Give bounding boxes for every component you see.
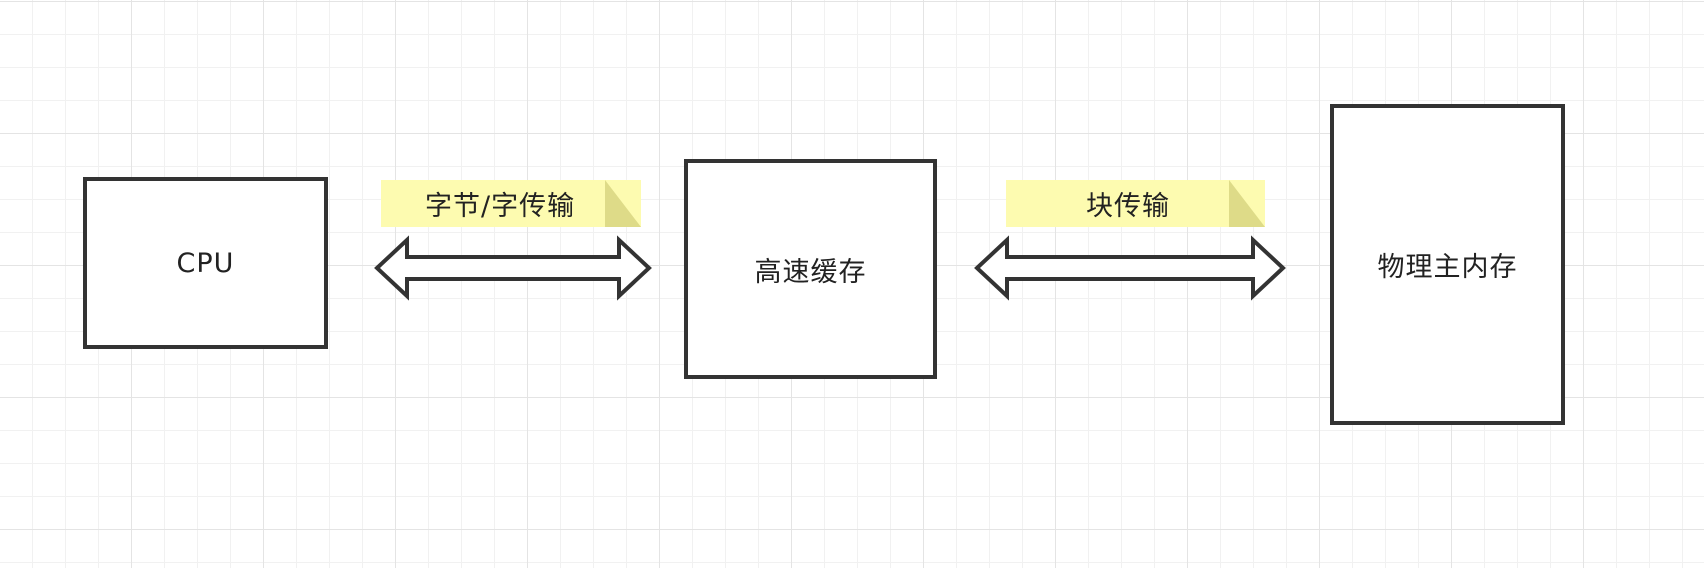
cpu-label: CPU <box>176 247 235 279</box>
cache-label: 高速缓存 <box>754 256 867 288</box>
block-transfer-note[interactable]: 块传输 <box>1006 180 1265 227</box>
cache-node[interactable]: 高速缓存 <box>684 159 937 379</box>
cpu-cache-double-arrow <box>374 235 652 301</box>
byte-word-transfer-label: 字节/字传输 <box>425 191 576 222</box>
note-fold-icon <box>1229 180 1265 227</box>
cache-memory-double-arrow <box>974 235 1286 301</box>
block-transfer-label: 块传输 <box>1086 191 1170 222</box>
main-memory-node[interactable]: 物理主内存 <box>1330 104 1565 425</box>
cpu-node[interactable]: CPU <box>83 177 328 349</box>
byte-word-transfer-note[interactable]: 字节/字传输 <box>381 180 641 227</box>
main-memory-label: 物理主内存 <box>1377 252 1518 283</box>
note-fold-icon <box>605 180 641 227</box>
